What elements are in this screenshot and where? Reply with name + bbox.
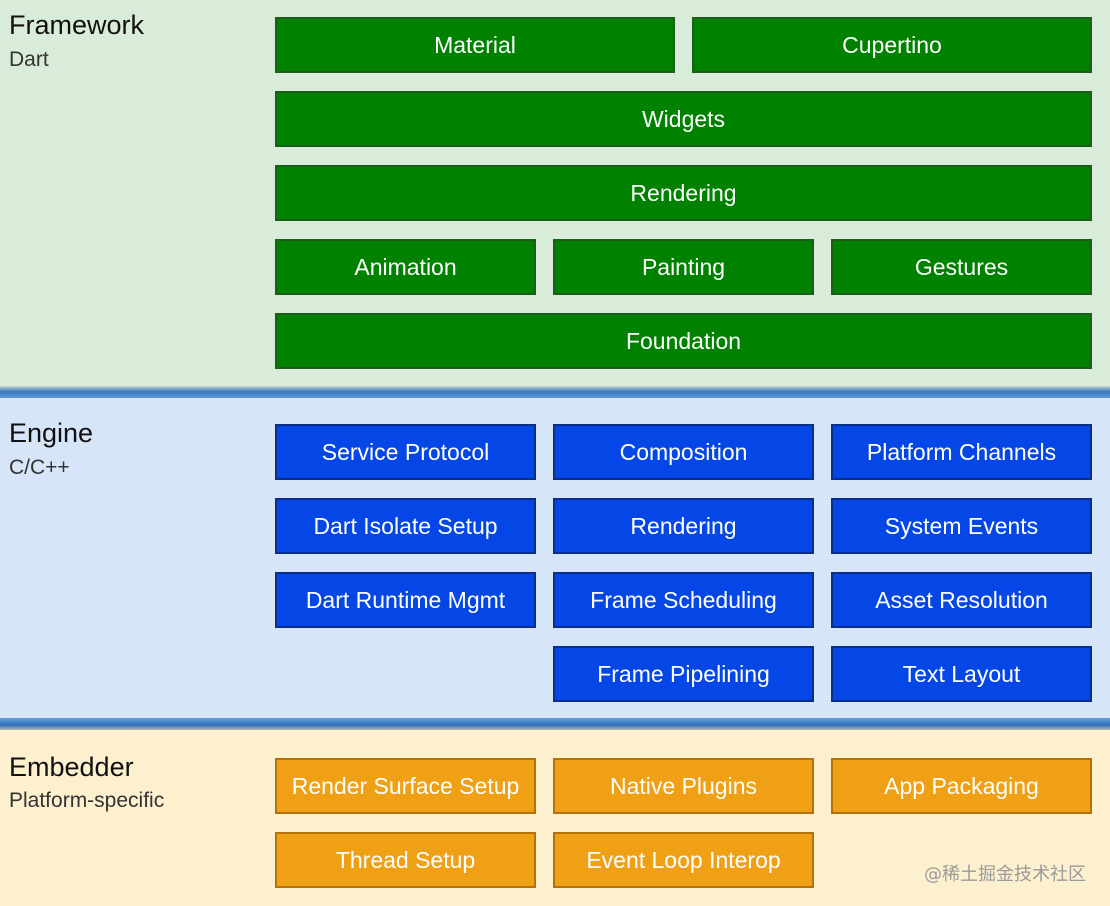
embedder-title: Embedder xyxy=(9,752,134,782)
engine-title: Engine xyxy=(9,418,94,448)
block-system-events: System Events xyxy=(831,498,1092,554)
block-thread-setup: Thread Setup xyxy=(275,832,536,888)
block-cupertino: Cupertino xyxy=(692,17,1092,73)
layer-divider xyxy=(0,386,1110,400)
block-dart-isolate-setup: Dart Isolate Setup xyxy=(275,498,536,554)
block-frame-scheduling: Frame Scheduling xyxy=(553,572,814,628)
block-frame-pipelining: Frame Pipelining xyxy=(553,646,814,702)
block-app-packaging: App Packaging xyxy=(831,758,1092,814)
block-dart-runtime-mgmt: Dart Runtime Mgmt xyxy=(275,572,536,628)
block-service-protocol: Service Protocol xyxy=(275,424,536,480)
framework-layer: Framework Dart Material Cupertino Widget… xyxy=(0,0,1110,388)
block-foundation: Foundation xyxy=(275,313,1092,369)
engine-subtitle: C/C++ xyxy=(9,456,70,479)
block-composition: Composition xyxy=(553,424,814,480)
layer-divider xyxy=(0,718,1110,732)
block-render-surface-setup: Render Surface Setup xyxy=(275,758,536,814)
block-widgets: Widgets xyxy=(275,91,1092,147)
block-animation: Animation xyxy=(275,239,536,295)
block-painting: Painting xyxy=(553,239,814,295)
engine-layer: Engine C/C++ Service Protocol Compositio… xyxy=(0,398,1110,720)
watermark: @稀土掘金技术社区 xyxy=(924,864,1086,885)
block-event-loop-interop: Event Loop Interop xyxy=(553,832,814,888)
block-text-layout: Text Layout xyxy=(831,646,1092,702)
embedder-layer: Embedder Platform-specific Render Surfac… xyxy=(0,730,1110,906)
block-gestures: Gestures xyxy=(831,239,1092,295)
framework-title: Framework xyxy=(9,10,145,40)
block-platform-channels: Platform Channels xyxy=(831,424,1092,480)
framework-subtitle: Dart xyxy=(9,48,49,71)
embedder-subtitle: Platform-specific xyxy=(9,789,165,812)
block-native-plugins: Native Plugins xyxy=(553,758,814,814)
block-engine-rendering: Rendering xyxy=(553,498,814,554)
block-material: Material xyxy=(275,17,675,73)
block-asset-resolution: Asset Resolution xyxy=(831,572,1092,628)
block-framework-rendering: Rendering xyxy=(275,165,1092,221)
